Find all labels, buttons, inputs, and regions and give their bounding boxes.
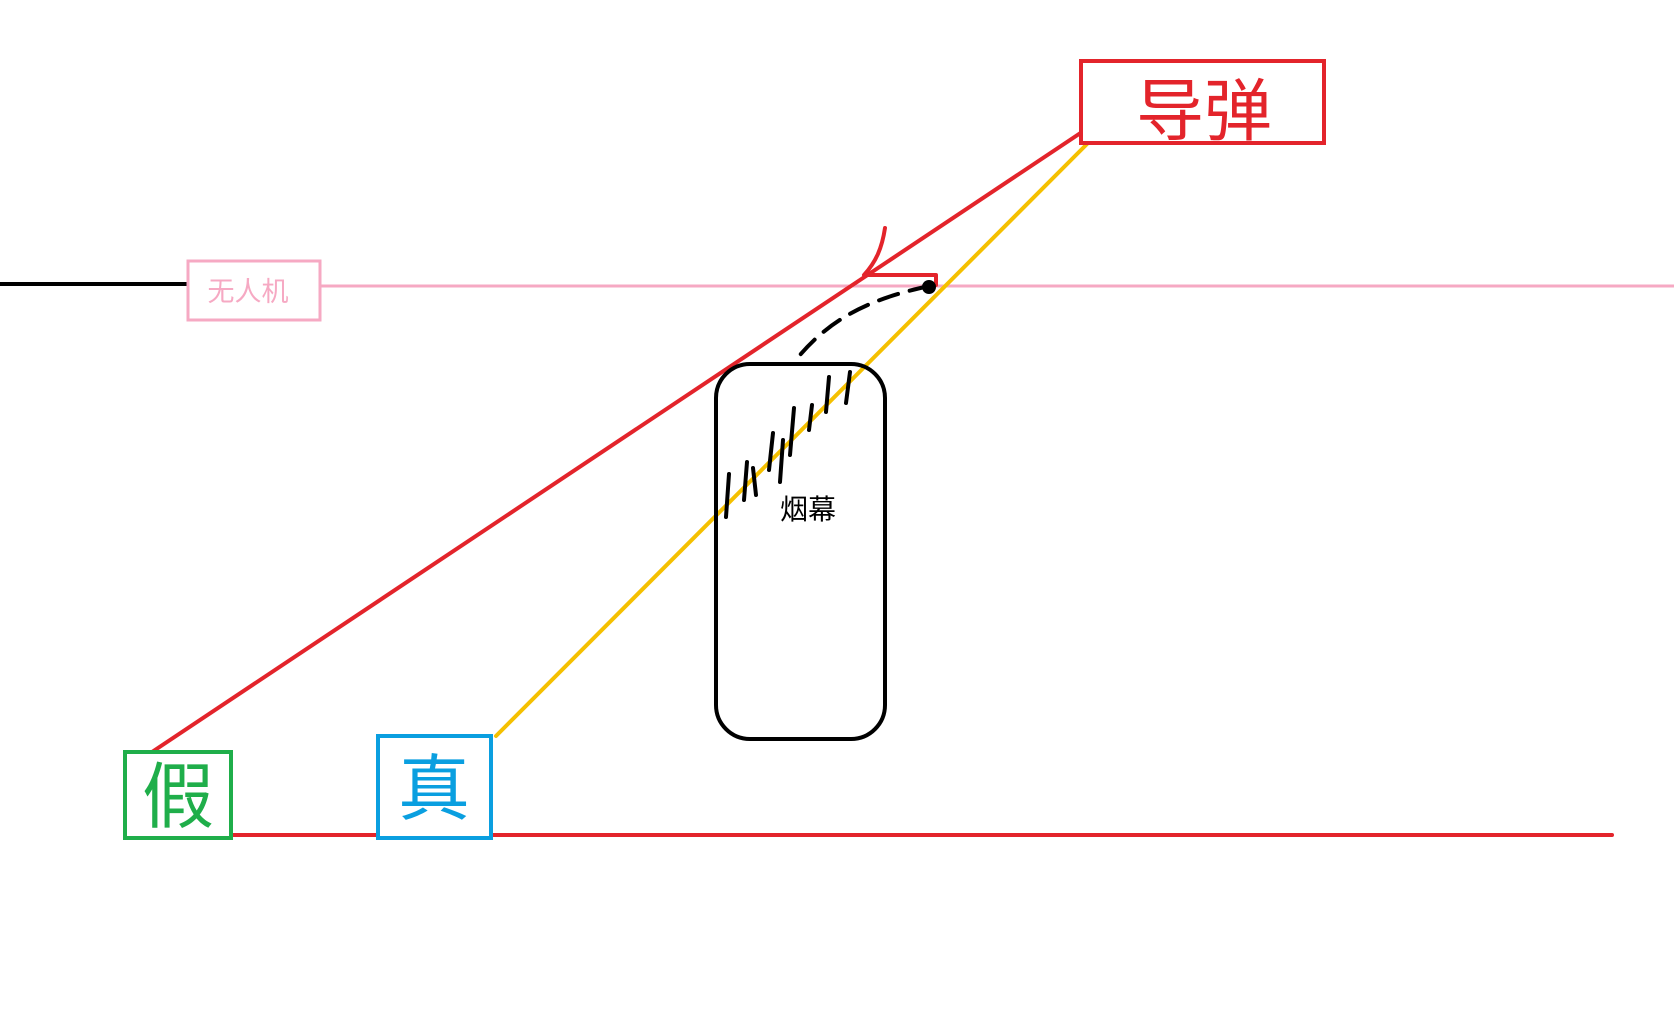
smoke-screen-shape <box>714 362 887 741</box>
real-target-box <box>376 734 493 840</box>
hatch-mark <box>767 431 775 472</box>
missile-label-box <box>1079 59 1326 145</box>
fake-target-label: 假 <box>142 755 214 839</box>
missile-label: 导弹 <box>1136 73 1272 152</box>
drone-label-box <box>186 259 322 322</box>
missile-to-fake-target-line <box>150 116 1105 754</box>
hatch-mark <box>742 460 749 502</box>
hatch-mark <box>807 403 814 432</box>
missile-direction-arrow <box>862 226 938 287</box>
smoke-hatch-marks <box>724 370 852 519</box>
real-target-label: 真 <box>398 747 470 831</box>
release-point-marker <box>922 280 936 294</box>
fake-target-box <box>123 750 233 840</box>
hatch-mark <box>778 438 785 484</box>
smoke-grenade-trajectory <box>798 284 931 357</box>
smoke-label: 烟幕 <box>780 493 836 526</box>
hatch-mark <box>751 466 758 497</box>
hatch-mark <box>788 406 796 457</box>
hatch-mark <box>844 370 852 405</box>
hatch-mark <box>724 472 731 519</box>
hatch-mark <box>824 375 831 414</box>
drone-label: 无人机 <box>208 277 289 308</box>
